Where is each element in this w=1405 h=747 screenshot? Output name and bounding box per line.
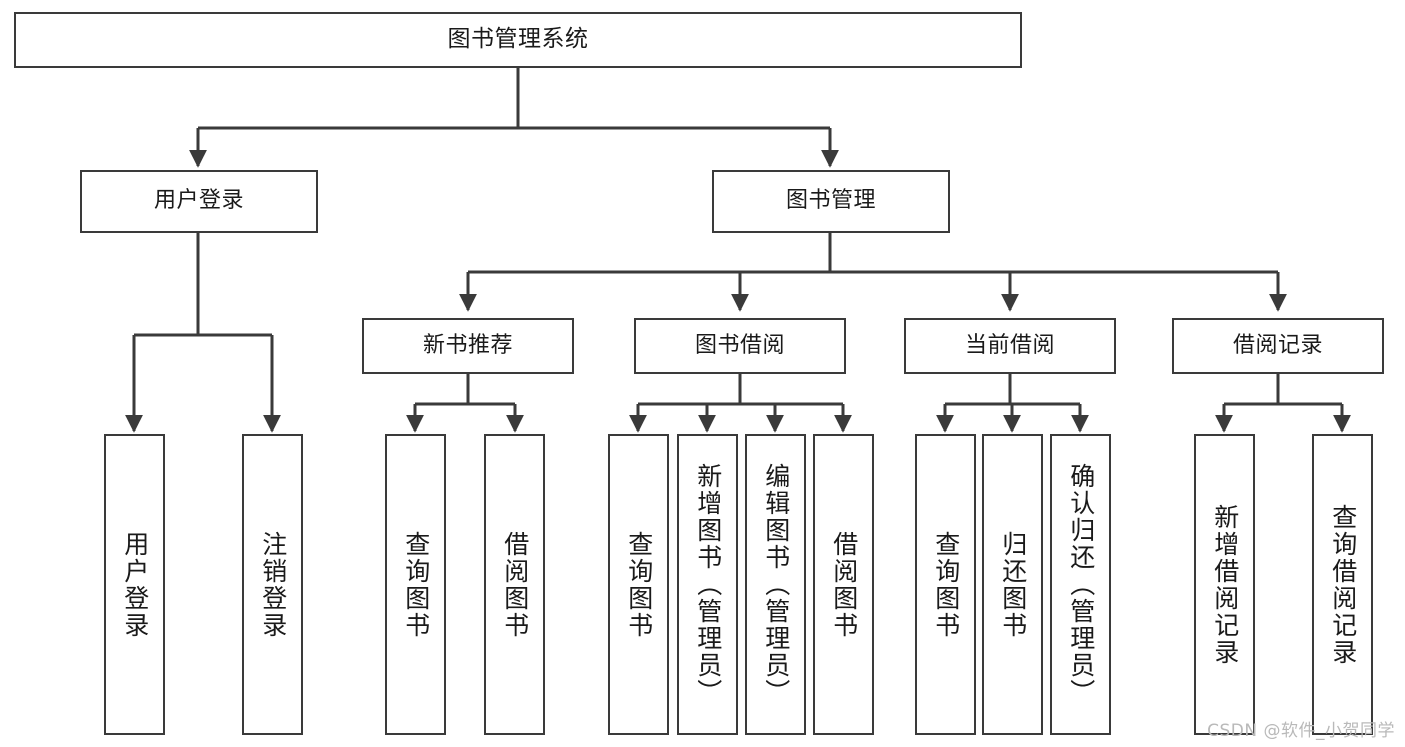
node-label: 注销登录: [258, 530, 288, 639]
node-label: 用户登录: [153, 188, 244, 214]
node-book-management[interactable]: 图书管理: [712, 170, 950, 233]
node-label: 查询借阅记录: [1328, 503, 1358, 666]
node-label: 新增借阅记录: [1210, 503, 1240, 666]
node-book-borrow[interactable]: 图书借阅: [634, 318, 846, 374]
node-root-system[interactable]: 图书管理系统: [14, 12, 1022, 68]
leaf-add-borrow-record[interactable]: 新增借阅记录: [1194, 434, 1255, 735]
node-label: 图书借阅: [694, 332, 785, 358]
leaf-user-login[interactable]: 用户登录: [104, 434, 165, 735]
node-label: 查询图书: [624, 530, 654, 639]
leaf-return-book[interactable]: 归还图书: [982, 434, 1043, 735]
node-label: 当前借阅: [964, 332, 1055, 358]
leaf-logout[interactable]: 注销登录: [242, 434, 303, 735]
node-label: 图书管理: [785, 188, 876, 214]
node-label: 借阅记录: [1232, 332, 1323, 358]
leaf-query-borrow-record[interactable]: 查询借阅记录: [1312, 434, 1373, 735]
leaf-query-book-current[interactable]: 查询图书: [915, 434, 976, 735]
node-label: 查询图书: [931, 530, 961, 639]
node-label: 用户登录: [120, 530, 150, 639]
node-label: 新增图书（管理员）: [693, 463, 723, 706]
node-new-book-recommend[interactable]: 新书推荐: [362, 318, 574, 374]
node-label: 新书推荐: [422, 332, 513, 358]
node-label: 编辑图书（管理员）: [761, 463, 791, 706]
node-label: 确认归还（管理员）: [1066, 463, 1096, 706]
node-label: 借阅图书: [829, 530, 859, 639]
node-user-login[interactable]: 用户登录: [80, 170, 318, 233]
leaf-edit-book-admin[interactable]: 编辑图书（管理员）: [745, 434, 806, 735]
leaf-borrow-book[interactable]: 借阅图书: [813, 434, 874, 735]
node-label: 归还图书: [998, 530, 1028, 639]
leaf-add-book-admin[interactable]: 新增图书（管理员）: [677, 434, 738, 735]
leaf-borrow-book-new[interactable]: 借阅图书: [484, 434, 545, 735]
leaf-query-book-new[interactable]: 查询图书: [385, 434, 446, 735]
node-label: 借阅图书: [500, 530, 530, 639]
leaf-query-book-borrow[interactable]: 查询图书: [608, 434, 669, 735]
node-borrow-record[interactable]: 借阅记录: [1172, 318, 1384, 374]
node-current-borrow[interactable]: 当前借阅: [904, 318, 1116, 374]
leaf-confirm-return-admin[interactable]: 确认归还（管理员）: [1050, 434, 1111, 735]
node-label: 查询图书: [401, 530, 431, 639]
node-label: 图书管理系统: [447, 26, 589, 53]
